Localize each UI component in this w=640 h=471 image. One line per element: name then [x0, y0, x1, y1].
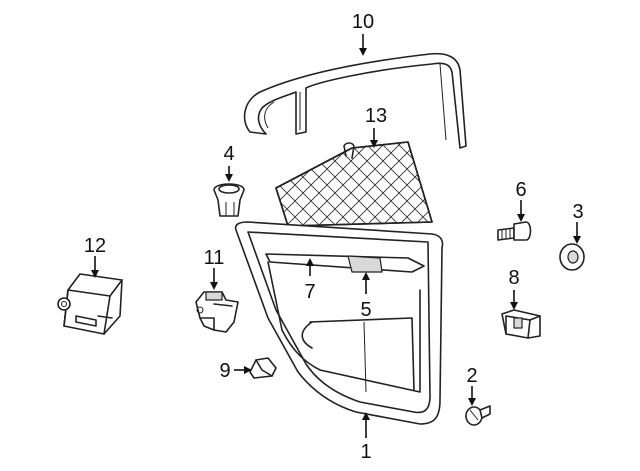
callout-label-8: 8	[508, 267, 519, 289]
part-13-mesh-pocket	[275, 141, 433, 227]
callout-4: 4	[223, 143, 235, 182]
callout-7: 7	[304, 258, 316, 303]
callout-5: 5	[360, 272, 372, 321]
callout-2: 2	[466, 365, 478, 406]
callout-label-7: 7	[304, 281, 315, 303]
callout-12: 12	[84, 235, 106, 278]
part-9-retainer	[249, 357, 277, 379]
callout-label-2: 2	[466, 365, 477, 387]
callout-label-11: 11	[204, 247, 225, 269]
callout-label-10: 10	[352, 11, 374, 33]
callout-label-9: 9	[219, 360, 230, 382]
callout-label-1: 1	[360, 441, 371, 463]
part-3-washer	[559, 243, 585, 271]
callout-8: 8	[508, 267, 520, 310]
callout-6: 6	[515, 179, 527, 222]
part-2-push-pin	[465, 405, 491, 426]
part-8-bracket	[501, 309, 541, 339]
part-12-control-module	[57, 273, 123, 335]
callout-10: 10	[352, 11, 374, 56]
callout-label-3: 3	[572, 201, 583, 223]
callout-label-13: 13	[365, 105, 387, 127]
part-10-window-frame-molding	[243, 52, 467, 149]
callout-label-5: 5	[360, 299, 371, 321]
part-6-screw	[497, 221, 532, 241]
callout-label-6: 6	[515, 179, 526, 201]
part-1-door-trim-panel	[234, 221, 444, 425]
callout-1: 1	[360, 412, 372, 463]
callout-13: 13	[365, 105, 387, 148]
callout-3: 3	[572, 201, 584, 244]
part-4-clip	[213, 183, 245, 217]
callout-9: 9	[219, 360, 252, 382]
callout-label-4: 4	[223, 143, 234, 165]
part-11-switch	[195, 291, 239, 333]
callout-11: 11	[204, 247, 225, 290]
callout-label-12: 12	[84, 235, 106, 257]
